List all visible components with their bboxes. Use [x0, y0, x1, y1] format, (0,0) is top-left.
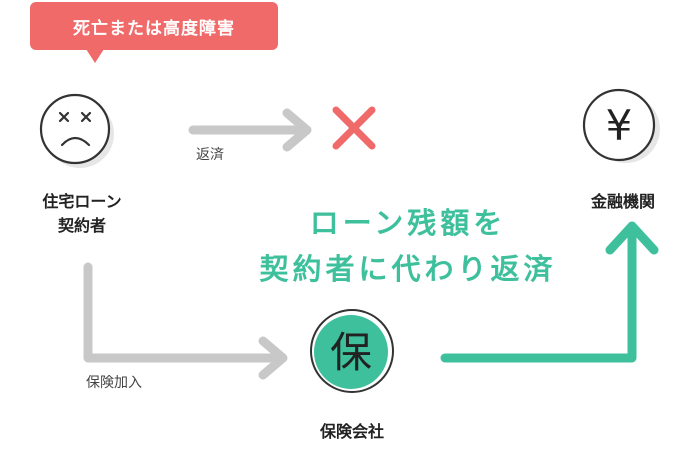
- insurance-icon: 保: [310, 309, 394, 393]
- green-message-line2: 契約者に代わり返済: [259, 252, 557, 286]
- speech-bubble: 死亡または高度障害: [30, 2, 278, 50]
- green-message-line1: ローン残額を: [309, 206, 507, 240]
- sad-face-icon: [39, 93, 114, 168]
- speech-bubble-text: 死亡または高度障害: [73, 18, 235, 39]
- contract-holder-label: 住宅ローン 契約者: [30, 190, 134, 238]
- insurance-join-arrow: [83, 262, 288, 380]
- insurance-icon-char: 保: [330, 328, 372, 377]
- yen-icon-char: ¥: [606, 101, 633, 150]
- repay-arrow: [188, 108, 312, 152]
- green-message: ローン残額を 契約者に代わり返済: [228, 200, 588, 292]
- repay-label: 返済: [196, 147, 224, 163]
- bank-label: 金融機関: [590, 192, 655, 211]
- contract-holder-line2: 契約者: [57, 216, 106, 235]
- bank-repay-arrow: [440, 221, 659, 363]
- insurance-join-label: 保険加入: [86, 375, 142, 391]
- cross-icon: [332, 106, 376, 150]
- speech-bubble-tail: [86, 49, 104, 63]
- yen-icon: ¥: [582, 88, 660, 163]
- contract-holder-line1: 住宅ローン: [42, 192, 122, 211]
- insurance-company-label: 保険会社: [319, 422, 384, 441]
